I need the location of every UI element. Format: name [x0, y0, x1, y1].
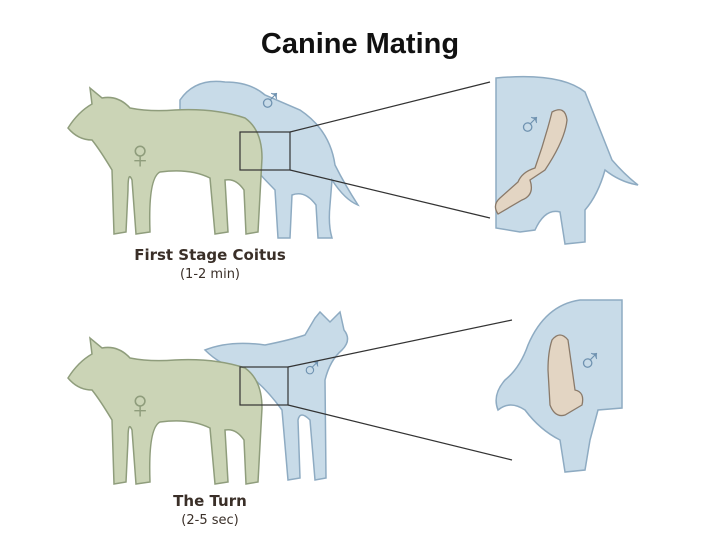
stage-duration: (1-2 min) — [179, 267, 241, 282]
stage-2-caption: The Turn (2-5 sec) — [100, 492, 320, 528]
zoom-box — [239, 131, 291, 171]
zoom-line — [289, 81, 491, 133]
female-symbol: ♀ — [125, 383, 155, 427]
male-symbol-closeup: ♂ — [517, 106, 543, 144]
diagram-title: Canine Mating — [260, 28, 460, 60]
zoom-line — [289, 169, 491, 219]
stage-1-caption: First Stage Coitus (1-2 min) — [100, 246, 320, 282]
organ-closeup — [494, 109, 568, 215]
male-symbol-closeup: ♂ — [577, 342, 603, 380]
zoom-line — [287, 404, 513, 461]
stage-label: First Stage Coitus — [134, 246, 286, 264]
zoom-line — [287, 319, 513, 368]
male-symbol: ♂ — [301, 352, 324, 385]
stage-duration: (2-5 sec) — [181, 513, 239, 528]
zoom-box — [239, 366, 289, 406]
stage-1-illustration: ♀ ♂ ♂ — [67, 75, 639, 245]
organ-closeup — [547, 334, 584, 417]
stage-label: The Turn — [173, 492, 247, 510]
male-symbol: ♂ — [257, 82, 283, 120]
female-symbol: ♀ — [125, 133, 155, 177]
female-dog — [67, 86, 263, 235]
female-dog — [67, 336, 263, 485]
stage-2-illustration: ♀ ♂ ♂ — [67, 299, 623, 485]
male-hindquarters-closeup — [495, 75, 639, 245]
